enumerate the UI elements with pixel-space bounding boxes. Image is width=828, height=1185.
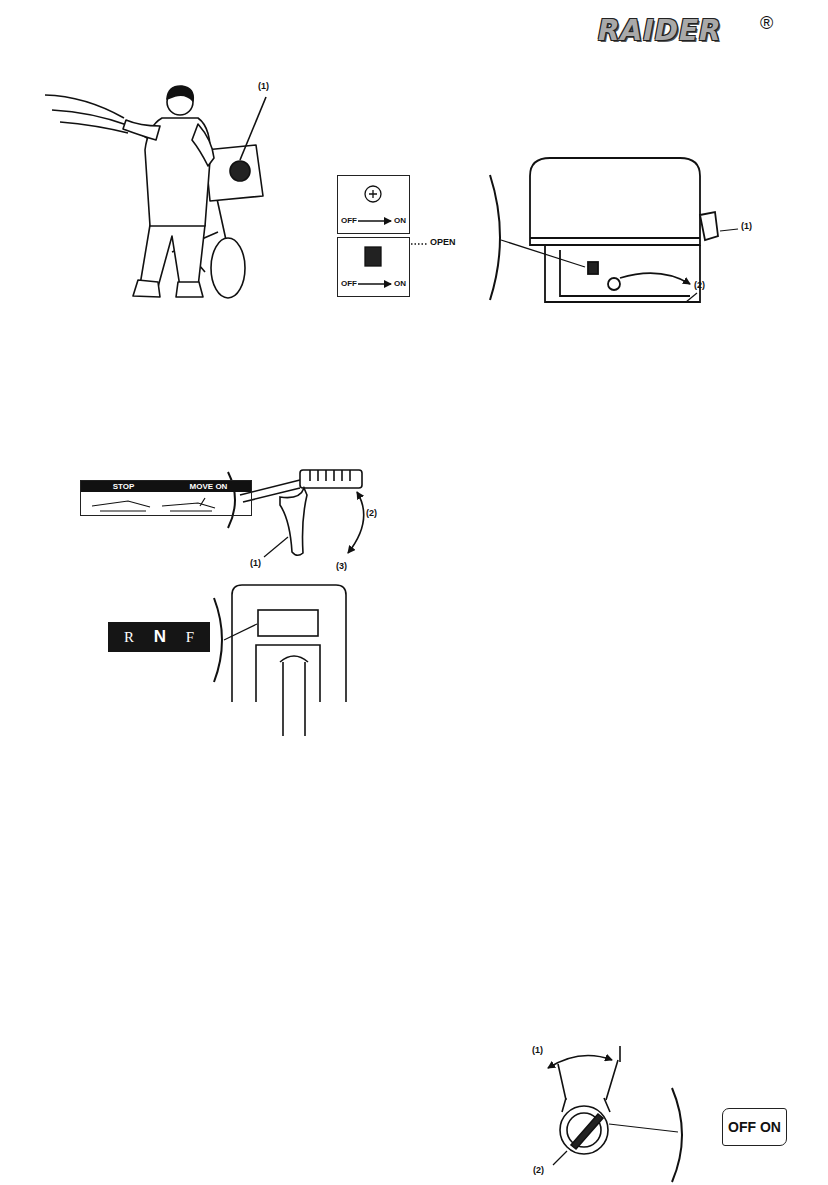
fuel-tank xyxy=(530,158,700,245)
fuel-valve-plate: OFF ON xyxy=(337,237,410,297)
fuel-lever xyxy=(700,212,718,240)
switch-knob xyxy=(560,1106,608,1154)
switch-sticker: OFF ON xyxy=(722,1108,787,1146)
operator-legs xyxy=(140,225,205,287)
handlebar xyxy=(52,110,130,126)
operator-figure xyxy=(45,86,266,298)
bracket xyxy=(490,175,500,300)
leader-line xyxy=(609,1124,678,1132)
boot xyxy=(176,282,203,297)
plate-text: STOP xyxy=(81,481,166,492)
handlebar xyxy=(45,95,124,118)
direction-arrow xyxy=(358,283,391,284)
tank-seam xyxy=(530,237,700,239)
shift-rod xyxy=(283,662,305,736)
operator-arm xyxy=(192,124,214,166)
registered-mark: ® xyxy=(760,14,773,34)
bracket xyxy=(672,1088,682,1182)
plate-text: ON xyxy=(394,216,406,225)
motion-arrow xyxy=(620,273,690,284)
tick xyxy=(619,1046,621,1062)
hand-icon xyxy=(162,498,215,511)
plate-text: R xyxy=(124,629,134,646)
leader-line xyxy=(501,240,585,267)
valve-symbol xyxy=(365,247,381,266)
hand-icon xyxy=(92,501,150,511)
dotted-leader xyxy=(411,243,427,244)
valve-housing xyxy=(560,250,690,296)
fuel-valve-plate: OFF ON xyxy=(337,175,410,234)
grip xyxy=(300,470,362,488)
operator-arm xyxy=(123,120,160,140)
shift-gate xyxy=(256,645,320,702)
leader-line xyxy=(553,1151,567,1165)
callout-number: (3) xyxy=(336,562,347,572)
shift-housing xyxy=(232,585,346,702)
clutch-lever-plate: STOPMOVE ON xyxy=(80,480,252,516)
rotation-arrow xyxy=(548,1056,612,1069)
plate-text: OFF ON xyxy=(728,1119,781,1135)
plate-text: F xyxy=(186,629,194,646)
handlebar xyxy=(60,122,128,133)
callout-number: (1) xyxy=(741,222,752,232)
fuel-symbol xyxy=(365,186,381,202)
engine-body xyxy=(545,245,700,302)
leader-line xyxy=(264,537,288,557)
leader-line xyxy=(224,624,257,640)
callout-number: (1) xyxy=(258,82,269,92)
fuel-plate-symbols xyxy=(358,186,427,284)
tiller-wheel xyxy=(211,238,245,298)
indicator-slot xyxy=(258,610,318,636)
operator-hair xyxy=(167,86,193,101)
leader-line xyxy=(720,229,738,231)
clutch-lever xyxy=(280,488,307,555)
boot xyxy=(133,280,160,297)
grip-ridges xyxy=(310,470,350,481)
leader-line xyxy=(240,97,266,160)
bracket xyxy=(214,598,222,682)
plate-text: N xyxy=(154,627,166,647)
valve-position-label: OPEN xyxy=(430,238,456,248)
shift-indicator-plate: RNF xyxy=(108,622,210,652)
knob-slot xyxy=(571,1114,603,1149)
callout-number: (2) xyxy=(533,1166,544,1176)
plate-text: OFF xyxy=(341,216,357,225)
callout-number: (1) xyxy=(532,1046,543,1056)
shift-drawing xyxy=(214,585,346,736)
callout-number: (2) xyxy=(366,509,377,519)
bolt xyxy=(608,278,620,290)
switch-drawing xyxy=(548,1046,682,1182)
callout-number: (1) xyxy=(250,559,261,569)
engine-drawing xyxy=(490,158,738,302)
direction-arrow xyxy=(358,220,391,221)
leader-line xyxy=(686,293,697,302)
brand-logo: RAIDER xyxy=(598,16,722,47)
plate-text: ON xyxy=(394,279,406,288)
motion-arrow xyxy=(348,492,364,553)
sight-lines xyxy=(558,1060,618,1100)
shift-rod-top xyxy=(280,656,308,662)
valve-plate xyxy=(588,262,598,274)
plate-text: MOVE ON xyxy=(166,481,251,492)
fuel-symbol xyxy=(369,190,377,198)
callout-number: (2) xyxy=(694,281,705,291)
engine-part xyxy=(230,161,250,181)
plate-text: OFF xyxy=(341,279,357,288)
